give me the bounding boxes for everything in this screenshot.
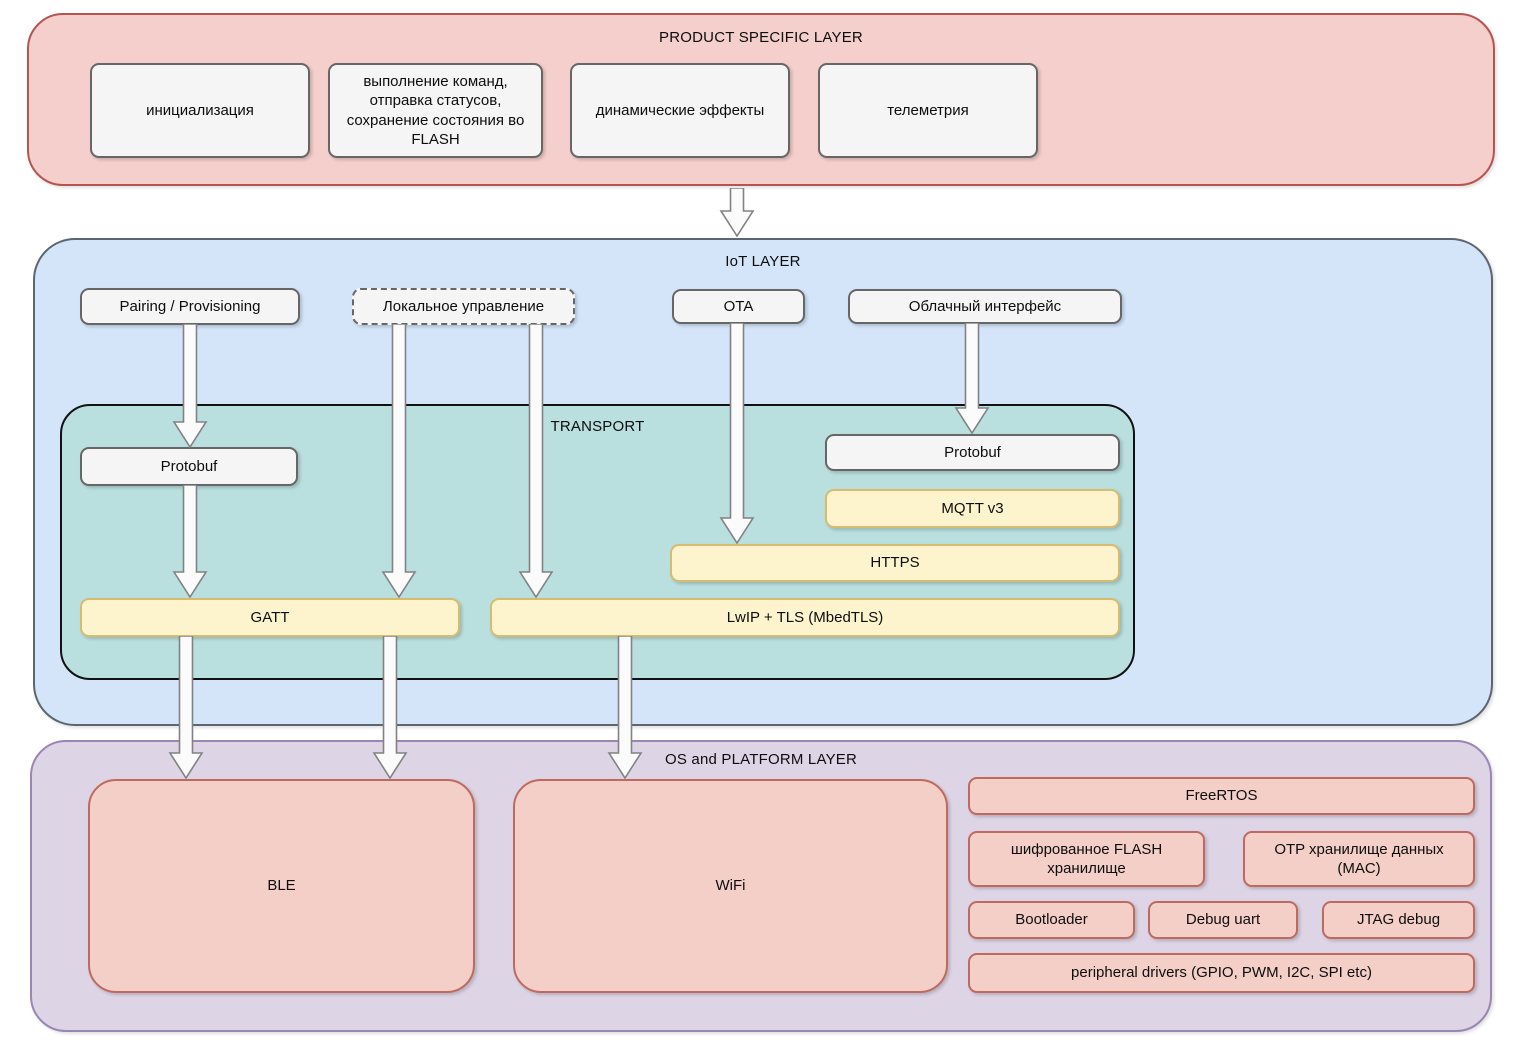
box-mqtt-v3: MQTT v3 bbox=[825, 489, 1120, 528]
arrow-gatt-to-ble-left bbox=[168, 636, 204, 779]
box-ble: BLE bbox=[88, 779, 475, 993]
arrow-gatt-to-ble-right bbox=[372, 636, 408, 779]
box-debug-uart: Debug uart bbox=[1148, 901, 1298, 939]
arrow-cloud-to-protobuf bbox=[954, 323, 990, 434]
arrow-pairing-to-protobuf bbox=[172, 324, 208, 448]
arrow-local-control-to-lwip bbox=[518, 324, 554, 598]
box-gatt: GATT bbox=[80, 598, 460, 637]
os-layer-title: OS and PLATFORM LAYER bbox=[664, 751, 858, 768]
box-peripheral-drivers: peripheral drivers (GPIO, PWM, I2C, SPI … bbox=[968, 953, 1475, 993]
box-pairing-provisioning: Pairing / Provisioning bbox=[80, 288, 300, 325]
box-freertos: FreeRTOS bbox=[968, 777, 1475, 815]
box-wifi: WiFi bbox=[513, 779, 948, 993]
iot-layer-title: IoT LAYER bbox=[725, 253, 801, 270]
box-lwip-tls: LwIP + TLS (MbedTLS) bbox=[490, 598, 1120, 637]
arrow-local-control-to-gatt bbox=[381, 324, 417, 598]
arrow-ota-to-https bbox=[719, 323, 755, 544]
box-cloud-interface: Облачный интерфейс bbox=[848, 289, 1122, 324]
product-layer-title: PRODUCT SPECIFIC LAYER bbox=[659, 29, 863, 46]
box-jtag-debug: JTAG debug bbox=[1322, 901, 1475, 939]
transport-title: TRANSPORT bbox=[550, 418, 645, 435]
box-local-control: Локальное управление bbox=[352, 288, 575, 325]
arrow-product-to-iot bbox=[719, 188, 755, 237]
box-https: HTTPS bbox=[670, 544, 1120, 582]
arrow-protobuf-to-gatt bbox=[172, 485, 208, 598]
arrow-lwip-to-wifi bbox=[607, 636, 643, 779]
box-dynamic-effects: динамические эффекты bbox=[570, 63, 790, 158]
box-protobuf-left: Protobuf bbox=[80, 447, 298, 486]
box-telemetry: телеметрия bbox=[818, 63, 1038, 158]
box-flash-storage: шифрованное FLASH хранилище bbox=[968, 831, 1205, 887]
box-initialization: инициализация bbox=[90, 63, 310, 158]
box-ota: OTA bbox=[672, 289, 805, 324]
box-bootloader: Bootloader bbox=[968, 901, 1135, 939]
box-protobuf-right: Protobuf bbox=[825, 434, 1120, 471]
box-otp-storage: OTP хранилище данных (MAC) bbox=[1243, 831, 1475, 887]
box-command-execution: выполнение команд, отправка статусов, со… bbox=[328, 63, 543, 158]
